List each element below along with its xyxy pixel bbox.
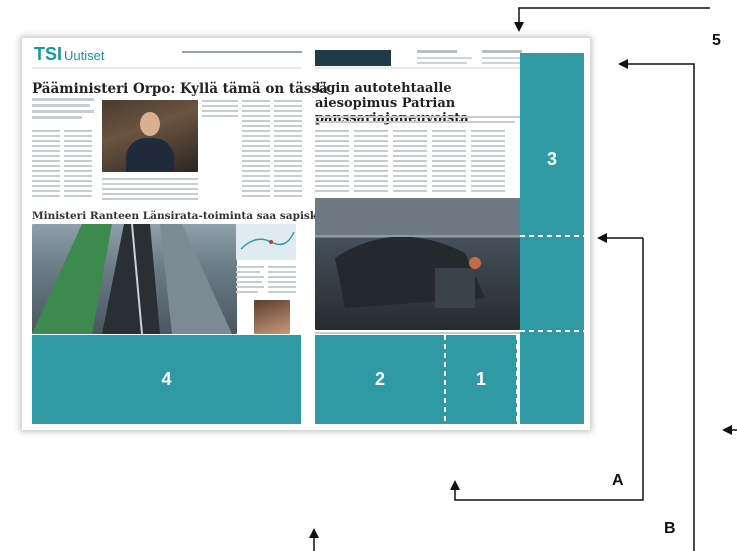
zone-dividers bbox=[444, 235, 584, 424]
logo-light: Uutiset bbox=[64, 48, 105, 63]
headline-left: Pääministeri Orpo: Kyllä tämä on tässä bbox=[32, 81, 328, 97]
ad-zone-1-label: 1 bbox=[475, 369, 486, 389]
ad-zone-2-label: 2 bbox=[374, 369, 385, 389]
marker-5: 5 bbox=[712, 32, 721, 49]
minister-photo bbox=[102, 100, 198, 172]
ad-zone-1: 1 bbox=[445, 335, 517, 424]
label-a: A bbox=[612, 472, 624, 489]
headline-bottom: Ministeri Ranteen Länsirata-toiminta saa… bbox=[32, 210, 385, 222]
map-graphic bbox=[236, 224, 296, 260]
portrait-photo bbox=[254, 300, 290, 334]
label-b: B bbox=[664, 520, 676, 537]
ad-zone-4: 4 bbox=[32, 335, 301, 424]
factory-photo bbox=[315, 198, 520, 330]
text-columns bbox=[32, 98, 535, 334]
masthead-lines bbox=[32, 50, 582, 69]
ad-zone-3-column: 3 bbox=[520, 53, 584, 424]
train-station-photo bbox=[32, 224, 237, 334]
ad-zone-2: 2 bbox=[315, 335, 445, 424]
logo-bold: TSI bbox=[34, 44, 63, 64]
ad-zone-4-label: 4 bbox=[161, 369, 172, 389]
ad-zone-3-label: 3 bbox=[546, 149, 557, 169]
